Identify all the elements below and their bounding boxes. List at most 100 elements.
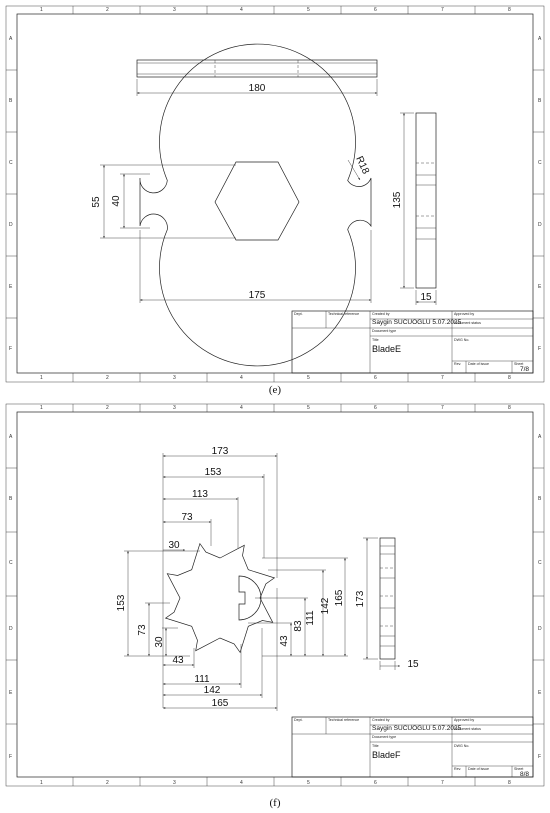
grid-f-col-7: 7 — [441, 405, 444, 411]
grid-f-row-b-right: B — [538, 496, 542, 502]
grid-f-col-5: 5 — [307, 405, 310, 411]
dim-40-label: 40 — [111, 195, 122, 207]
dim-f-15-label: 15 — [407, 659, 419, 670]
dim-f-43-right: 43 — [279, 635, 290, 647]
grid-col-8-bottom: 8 — [508, 375, 511, 381]
dim-175-label: 175 — [249, 290, 266, 301]
grid-f-col-7-bottom: 7 — [441, 780, 444, 786]
grid-col-7: 7 — [441, 7, 444, 13]
tb-e-doc-status-label: Document status — [454, 321, 481, 325]
grid-f-column-labels: 1 2 3 4 5 6 7 8 1 2 3 4 5 6 7 8 — [40, 405, 511, 786]
dim-f-side-height: 173 — [355, 537, 378, 660]
grid-col-5: 5 — [307, 7, 310, 13]
title-block-f: Dept. Technical reference Created by Say… — [291, 716, 534, 778]
tb-e-created-by-value: Saygin SUCUOGLU 5.07.2025 — [372, 319, 462, 326]
blade-e-top-view — [136, 59, 378, 78]
grid-f-col-2-bottom: 2 — [106, 780, 109, 786]
dim-180-label: 180 — [249, 83, 266, 94]
grid-col-2: 2 — [106, 7, 109, 13]
tb-e-title-value: BladeE — [372, 344, 401, 354]
tb-e-sheet-label: Sheet — [514, 362, 523, 366]
grid-f-row-e: E — [9, 690, 13, 696]
dim-height-inner: 40 — [111, 173, 150, 229]
tb-f-approved-by-label: Approved by — [454, 718, 474, 722]
dim-side-height: 135 — [392, 112, 414, 289]
dim-f-right-group: 43 83 111 142 165 — [248, 557, 348, 657]
tb-e-dwg-no-label: DWG No. — [454, 338, 469, 342]
grid-f-row-b: B — [9, 496, 13, 502]
dim-f-153-top: 153 — [205, 467, 222, 478]
caption-f: (f) — [269, 797, 281, 809]
dim-f-165-right: 165 — [334, 589, 345, 606]
grid-row-f-right: F — [538, 346, 541, 352]
tb-f-title-value: BladeF — [372, 750, 401, 760]
sheet-f-inner-frame — [16, 411, 534, 778]
blade-f-front-view — [164, 542, 276, 654]
grid-f-col-4-bottom: 4 — [240, 780, 243, 786]
dim-f-173-side: 173 — [355, 590, 366, 607]
dim-135-label: 135 — [392, 191, 403, 208]
drawing-sheet-e: 1 2 3 4 5 6 7 8 1 2 3 4 5 6 7 8 A B C D … — [5, 5, 545, 383]
tb-e-title-label: Title — [372, 338, 379, 342]
dim-width-top: 180 — [136, 79, 378, 96]
blade-e-front-view — [139, 43, 372, 367]
grid-col-6: 6 — [374, 7, 377, 13]
tb-f-date-issue-label: Date of issue — [468, 767, 489, 771]
grid-row-d: D — [9, 222, 13, 228]
dim-f-83-right: 83 — [293, 620, 304, 632]
grid-col-6-bottom: 6 — [374, 375, 377, 381]
grid-col-4-bottom: 4 — [240, 375, 243, 381]
dim-height-outer: 55 — [91, 164, 236, 239]
grid-f-row-d-right: D — [538, 626, 542, 632]
tb-e-doc-type-label: Document type — [372, 329, 396, 333]
tb-e-approved-by-label: Approved by — [454, 312, 474, 316]
grid-f-col-6: 6 — [374, 405, 377, 411]
grid-f-row-c: C — [9, 560, 13, 566]
grid-f-row-a-right: A — [538, 434, 542, 440]
dim-f-top-group: 173 153 113 73 30 — [162, 446, 278, 708]
grid-row-b: B — [9, 98, 13, 104]
tb-f-title-label: Title — [372, 744, 379, 748]
dim-width-bottom: 175 — [139, 230, 372, 303]
grid-row-f: F — [9, 346, 12, 352]
tb-f-doc-type-label: Document type — [372, 735, 396, 739]
grid-f-col-6-bottom: 6 — [374, 780, 377, 786]
dim-radius: R18 — [347, 155, 371, 181]
grid-f-col-2: 2 — [106, 405, 109, 411]
dim-f-111-bottom: 111 — [194, 674, 210, 685]
dim-thickness: 15 — [415, 290, 437, 305]
grid-f-col-8: 8 — [508, 405, 511, 411]
tb-f-sheet-label: Sheet — [514, 767, 523, 771]
tb-e-created-by-label: Created by — [372, 312, 390, 316]
grid-col-7-bottom: 7 — [441, 375, 444, 381]
tb-f-rev-label: Rev. — [454, 767, 461, 771]
sheet-outer-frame — [5, 5, 545, 383]
grid-f-row-f-right: F — [538, 754, 541, 760]
dim-15-label: 15 — [420, 292, 432, 303]
grid-f-col-3-bottom: 3 — [173, 780, 176, 786]
dim-f-73-top: 73 — [181, 512, 193, 523]
grid-col-3-bottom: 3 — [173, 375, 176, 381]
grid-f-col-3: 3 — [173, 405, 176, 411]
tb-e-dept-label: Dept. — [294, 312, 303, 316]
dim-55-label: 55 — [91, 196, 102, 208]
grid-col-5-bottom: 5 — [307, 375, 310, 381]
tb-e-tech-ref-label: Technical reference — [328, 312, 359, 316]
sheet-f-outer-frame — [5, 403, 545, 787]
dim-f-113-top: 113 — [192, 489, 208, 500]
dim-f-153-left: 153 — [116, 594, 127, 611]
drawing-sheet-f: 1 2 3 4 5 6 7 8 1 2 3 4 5 6 7 8 A B C D … — [5, 403, 545, 787]
caption-e: (e) — [268, 384, 282, 396]
grid-f-col-1-bottom: 1 — [40, 780, 43, 786]
grid-row-e-right: E — [538, 284, 542, 290]
grid-col-1: 1 — [40, 7, 43, 13]
sheet-inner-frame — [16, 13, 534, 374]
grid-column-labels: 1 2 3 4 5 6 7 8 1 2 3 4 5 6 7 8 — [40, 7, 511, 381]
dim-f-30-left: 30 — [154, 636, 165, 648]
grid-col-1-bottom: 1 — [40, 375, 43, 381]
grid-tick-marks — [6, 6, 544, 382]
blade-f-side-view — [379, 537, 396, 660]
dim-f-thickness: 15 — [379, 659, 419, 670]
grid-col-4: 4 — [240, 7, 243, 13]
grid-f-col-1: 1 — [40, 405, 43, 411]
